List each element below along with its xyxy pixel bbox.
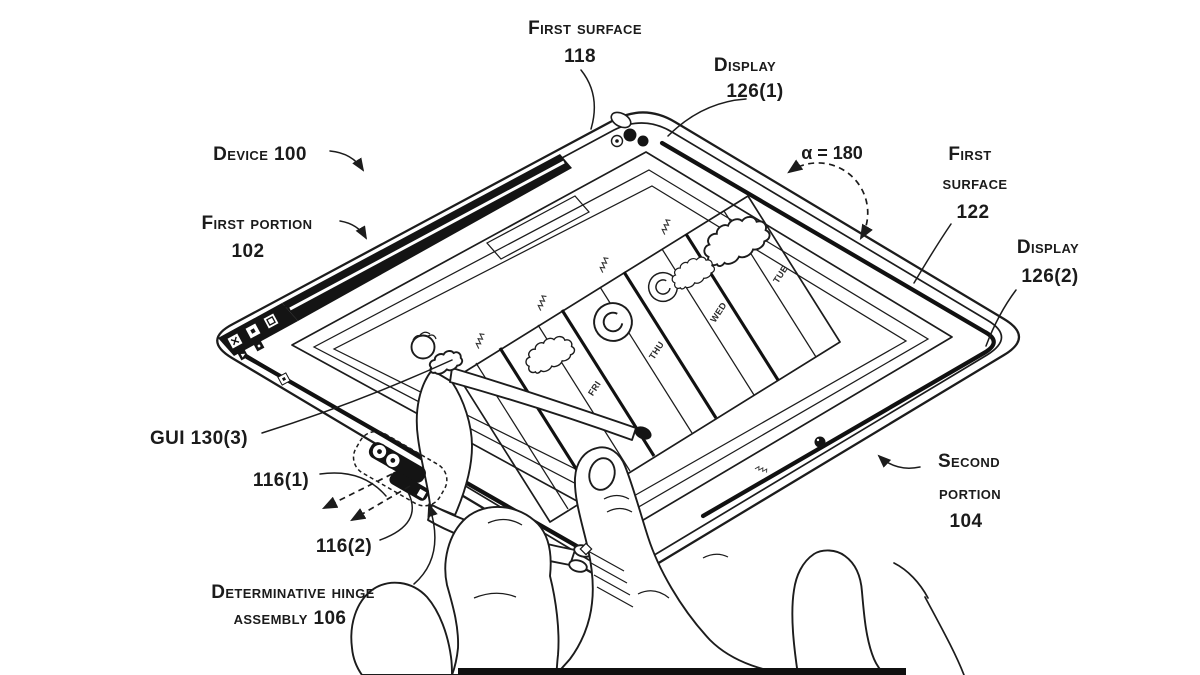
camera-icon: [610, 111, 649, 148]
ring-finger: [791, 549, 886, 675]
label-display-2-ref: 126(2): [1021, 266, 1078, 287]
label-first-surface-122-ref: 122: [957, 202, 990, 223]
hinge-assembly: [352, 430, 448, 507]
fold-seam-line: [659, 140, 996, 519]
hinge-dashed-outline: [352, 430, 448, 507]
arrow-hinge-assembly-106: [413, 503, 438, 585]
toolbar-strip: [282, 154, 572, 321]
gui-weather-calendar: TUE WED THU FRI: [457, 195, 841, 523]
label-first-surface-122-l2: surface: [943, 173, 1008, 194]
person-hand-object: [634, 426, 652, 440]
day-label-thu: THU: [647, 340, 666, 362]
slide-direction-arrow-116-1: [321, 473, 393, 510]
palm-creases: [637, 553, 729, 599]
arrow-device-100: [329, 150, 365, 172]
day-label-fri: FRI: [586, 379, 603, 397]
fingernail: [588, 457, 616, 491]
person-arm: [449, 367, 637, 441]
label-first-portion: First portion: [202, 213, 313, 234]
label-device-100: Device 100: [213, 144, 307, 165]
label-first-surface-ref: 118: [564, 46, 596, 67]
label-116-1: 116(1): [253, 470, 309, 491]
label-hinge-l2: assembly 106: [234, 608, 347, 629]
finger-creases: [603, 494, 633, 513]
outer-finger-line: [893, 562, 929, 599]
leader-gui-130-3: [261, 359, 453, 434]
close-icon: [227, 333, 243, 349]
device-outer-outline: [216, 111, 1021, 581]
label-second-portion-l1: Second: [938, 451, 1000, 472]
day-divider: [622, 271, 718, 419]
temperature-scribble: [472, 331, 488, 350]
hand: [350, 446, 965, 675]
label-gui-130-3: GUI 130(3): [150, 428, 248, 449]
weather-sun-icon: [586, 295, 640, 349]
label-second-portion-ref: 104: [950, 511, 983, 532]
arrow-second-portion-104: [877, 454, 921, 469]
minimize-icon: [245, 323, 261, 339]
temperature-scribble: [658, 217, 674, 236]
label-display-2: Display: [1017, 237, 1079, 258]
label-hinge-l1: Determinative hinge: [211, 582, 375, 603]
label-display-1-ref: 126(1): [726, 81, 783, 102]
bezel-marking-scribble: [754, 463, 769, 476]
leader-116-1: [319, 472, 387, 497]
play-icon: [237, 349, 249, 361]
dot-button-icon: [253, 340, 265, 352]
label-first-portion-ref: 102: [232, 241, 265, 262]
day-label-wed: WED: [708, 300, 728, 324]
label-first-surface: First surface: [528, 18, 642, 39]
leader-first-surface-118: [580, 69, 596, 130]
leader-display-126-2: [985, 289, 1017, 347]
little-finger: [350, 581, 453, 675]
bezel-sensor-icon: [814, 436, 826, 448]
person-hair: [412, 331, 437, 341]
label-display-1: Display: [714, 55, 776, 76]
slide-direction-arrow-116-2: [350, 485, 411, 522]
cropped-figure-strip: [458, 668, 906, 675]
temperature-scribble: [534, 293, 550, 312]
label-second-portion-l2: portion: [939, 483, 1001, 504]
leader-116-2: [379, 491, 413, 541]
label-angle-180: α = 180: [801, 143, 863, 163]
thumb: [444, 506, 560, 675]
rail-notch-icon: [277, 372, 291, 386]
angle-arc-180: [787, 159, 873, 240]
arrow-first-portion-102: [339, 220, 368, 240]
maximize-icon: [263, 313, 279, 329]
temperature-scribble: [596, 255, 612, 274]
weather-cloud-icon: [519, 329, 579, 379]
thumb-creases: [473, 518, 523, 599]
day-label-tue: TUE: [771, 264, 790, 285]
gui-toolbar: [218, 154, 572, 386]
person-foot: [568, 559, 588, 573]
leader-first-surface-122: [913, 223, 952, 284]
outer-finger-line: [924, 596, 965, 675]
gui-titlebar-panel: [486, 195, 590, 260]
calendar-outline: [457, 195, 841, 523]
toolbar-strip-gap: [289, 160, 565, 311]
finger-hatching: [587, 550, 634, 608]
label-first-surface-122-l1: First: [948, 144, 991, 165]
label-116-2: 116(2): [316, 536, 372, 557]
rail-diamond-icon: [579, 542, 593, 556]
person-head: [410, 334, 436, 360]
leader-display-126-1: [667, 98, 747, 137]
